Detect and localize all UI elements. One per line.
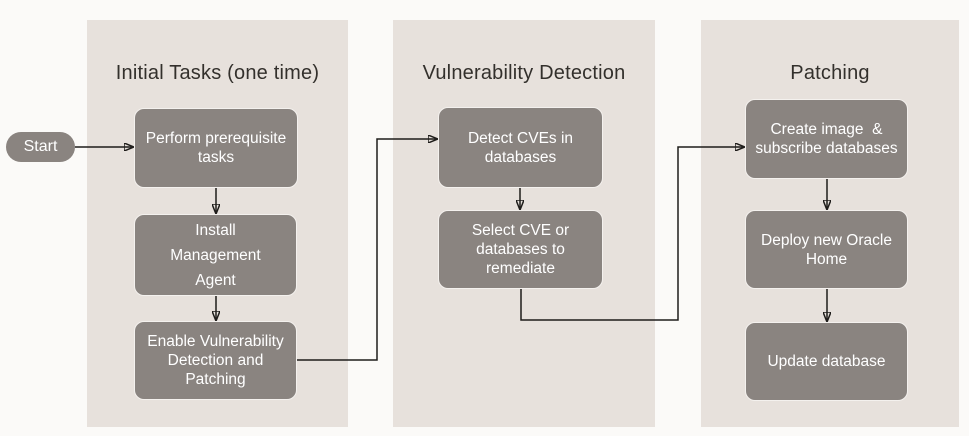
panel-title-vulnerability-detection: Vulnerability Detection: [422, 62, 626, 84]
step-detect-cves-in-databases: Detect CVEs in databases: [438, 107, 603, 188]
step-select-cve-or-databases-to-remediate: Select CVE or databases to remediate: [438, 210, 603, 289]
panel-title-initial-tasks: Initial Tasks (one time): [115, 62, 320, 84]
step-perform-prerequisite-tasks: Perform prerequisite tasks: [134, 108, 298, 188]
step-create-image-and-subscribe-databases: Create image & subscribe databases: [745, 99, 908, 179]
step-install-management-agent: Install Management Agent: [134, 214, 297, 296]
step-deploy-new-oracle-home: Deploy new Oracle Home: [745, 210, 908, 289]
start-node: Start: [6, 132, 75, 162]
step-update-database: Update database: [745, 322, 908, 401]
step-enable-vulnerability-detection-and-patching: Enable Vulnerability Detection and Patch…: [134, 321, 297, 400]
panel-title-patching: Patching: [790, 62, 870, 84]
